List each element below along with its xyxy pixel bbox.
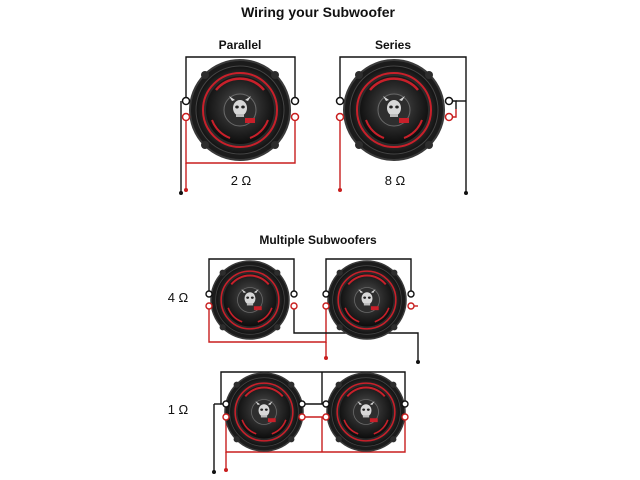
row2-terminals	[222, 400, 409, 421]
row1-ohms: 4 Ω	[168, 290, 189, 305]
row2-subwoofer-2-icon	[326, 372, 406, 452]
row1-subwoofer-2-icon	[327, 260, 407, 340]
parallel-ohms: 2 Ω	[231, 173, 252, 188]
page-title: Wiring your Subwoofer	[241, 4, 395, 20]
parallel-label: Parallel	[219, 38, 262, 52]
series-terminals	[335, 96, 454, 122]
row2-subwoofer-1-icon	[224, 372, 304, 452]
series-label: Series	[375, 38, 411, 52]
series-wiring	[338, 56, 468, 195]
parallel-terminals	[181, 96, 300, 122]
row1-subwoofer-1-icon	[210, 260, 290, 340]
row2-ohms: 1 Ω	[168, 402, 189, 417]
parallel-wiring	[179, 56, 296, 195]
multiple-label: Multiple Subwoofers	[259, 233, 377, 247]
series-ohms: 8 Ω	[385, 173, 406, 188]
parallel-subwoofer-icon	[188, 58, 292, 162]
series-subwoofer-icon	[342, 58, 446, 162]
row1-terminals	[205, 290, 415, 310]
